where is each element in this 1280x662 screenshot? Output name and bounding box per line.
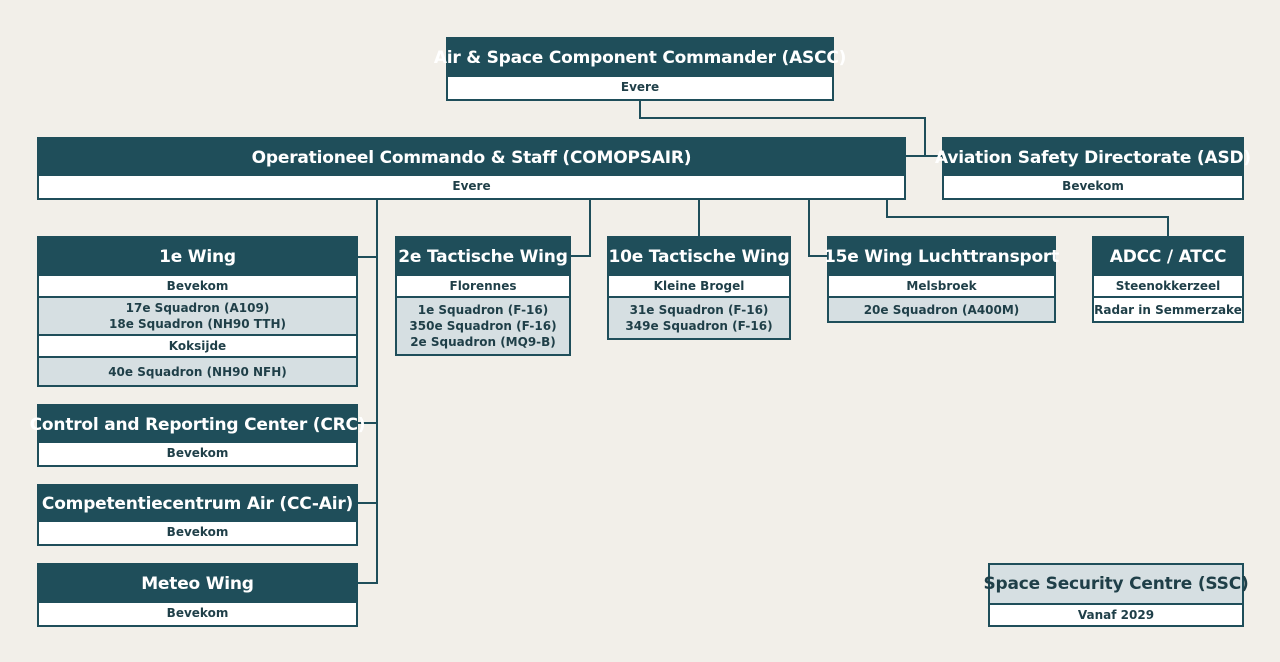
squadron-item: 18e Squadron (NH90 TTH) bbox=[109, 317, 286, 331]
unit-location: Evere bbox=[448, 77, 832, 97]
unit-title: Operationeel Commando & Staff (COMOPSAIR… bbox=[39, 139, 904, 176]
unit-location-secondary: Radar in Semmerzake bbox=[1094, 296, 1242, 321]
unit-location: Bevekom bbox=[944, 176, 1242, 196]
unit-cc-air: Competentiecentrum Air (CC-Air) Bevekom bbox=[37, 484, 358, 546]
unit-wing2: 2e Tactische Wing Florennes 1e Squadron … bbox=[395, 236, 571, 356]
connector-comopsair-spine bbox=[358, 199, 378, 584]
unit-wing15: 15e Wing Luchttransport Melsbroek 20e Sq… bbox=[824, 236, 1059, 323]
squadron-item: 1e Squadron (F-16) bbox=[417, 303, 549, 317]
unit-location: Bevekom bbox=[39, 276, 356, 296]
unit-meteo-wing: Meteo Wing Bevekom bbox=[37, 563, 358, 627]
unit-title: 10e Tactische Wing bbox=[609, 238, 790, 276]
unit-asd: Aviation Safety Directorate (ASD) Beveko… bbox=[935, 137, 1251, 200]
unit-title: Space Security Centre (SSC) bbox=[983, 565, 1249, 603]
connector-comopsair-adcc bbox=[886, 199, 1169, 237]
unit-crc: Control and Reporting Center (CRC) Bevek… bbox=[30, 404, 366, 467]
unit-title: Air & Space Component Commander (ASCC) bbox=[434, 39, 846, 77]
unit-title: Competentiecentrum Air (CC-Air) bbox=[39, 486, 356, 522]
unit-location: Evere bbox=[39, 176, 904, 196]
unit-squadrons: 17e Squadron (A109) 18e Squadron (NH90 T… bbox=[39, 296, 356, 334]
unit-title: Control and Reporting Center (CRC) bbox=[30, 406, 366, 443]
unit-adcc-atcc: ADCC / ATCC Steenokkerzeel Radar in Semm… bbox=[1092, 236, 1244, 323]
unit-wing10: 10e Tactische Wing Kleine Brogel 31e Squ… bbox=[607, 236, 791, 340]
unit-title: 15e Wing Luchttransport bbox=[824, 238, 1059, 276]
unit-location: Bevekom bbox=[39, 443, 356, 463]
unit-squadrons-secondary: 40e Squadron (NH90 NFH) bbox=[39, 356, 356, 385]
squadron-item: 2e Squadron (MQ9-B) bbox=[410, 335, 556, 349]
unit-location: Bevekom bbox=[39, 522, 356, 542]
unit-squadrons: 31e Squadron (F-16) 349e Squadron (F-16) bbox=[609, 296, 789, 338]
unit-ssc: Space Security Centre (SSC) Vanaf 2029 bbox=[983, 563, 1249, 627]
unit-location-secondary: Koksijde bbox=[39, 334, 356, 356]
unit-ascc: Air & Space Component Commander (ASCC) E… bbox=[434, 37, 846, 101]
squadron-item: 20e Squadron (A400M) bbox=[863, 302, 1020, 317]
unit-location: Melsbroek bbox=[829, 276, 1054, 296]
unit-title: ADCC / ATCC bbox=[1094, 238, 1242, 276]
unit-comopsair: Operationeel Commando & Staff (COMOPSAIR… bbox=[37, 137, 906, 200]
unit-title: Meteo Wing bbox=[39, 565, 356, 603]
squadron-item: 40e Squadron (NH90 NFH) bbox=[108, 364, 287, 379]
unit-location: Kleine Brogel bbox=[609, 276, 789, 296]
unit-location: Steenokkerzeel bbox=[1094, 276, 1242, 296]
unit-squadrons: 1e Squadron (F-16) 350e Squadron (F-16) … bbox=[397, 296, 569, 354]
unit-title: 2e Tactische Wing bbox=[397, 238, 569, 276]
connector-comopsair-wing2 bbox=[571, 199, 591, 257]
squadron-item: 31e Squadron (F-16) bbox=[629, 303, 769, 317]
unit-title: 1e Wing bbox=[39, 238, 356, 276]
unit-title: Aviation Safety Directorate (ASD) bbox=[935, 139, 1251, 176]
unit-squadrons: 20e Squadron (A400M) bbox=[829, 296, 1054, 321]
unit-wing1: 1e Wing Bevekom 17e Squadron (A109) 18e … bbox=[37, 236, 358, 387]
squadron-item: 350e Squadron (F-16) bbox=[409, 319, 557, 333]
unit-location: Vanaf 2029 bbox=[990, 603, 1242, 625]
unit-location: Florennes bbox=[397, 276, 569, 296]
squadron-item: 17e Squadron (A109) bbox=[125, 301, 270, 315]
squadron-item: 349e Squadron (F-16) bbox=[625, 319, 773, 333]
unit-location: Bevekom bbox=[39, 603, 356, 623]
